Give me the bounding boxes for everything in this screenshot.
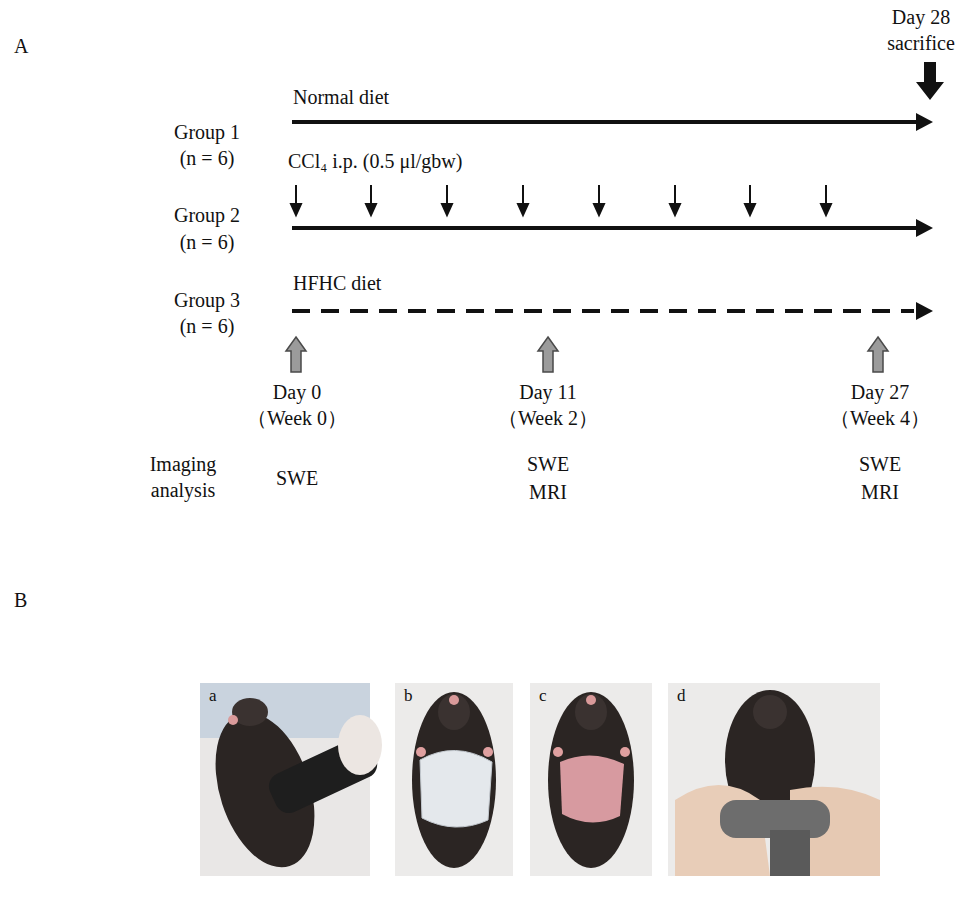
treatment-label: HFHC diet (293, 270, 381, 296)
imaging-method: SWE (276, 465, 318, 491)
photo-b (395, 683, 513, 876)
imaging-method: SWE (527, 451, 569, 477)
photo-d (668, 683, 880, 876)
group3-dashed-line (292, 309, 914, 313)
row-heading: Imaging analysis (137, 451, 229, 503)
photo-letter: b (401, 687, 416, 706)
day-label: Day 0 (273, 379, 321, 405)
treatment-label: CCl₄ i.p. (0.5 μl/gbw) (288, 148, 462, 174)
photo-panel: b (395, 683, 513, 876)
group-name: Group 1 (174, 119, 240, 145)
treatment-label: Normal diet (293, 84, 389, 110)
imaging-arrows (286, 337, 888, 372)
group-size: (n = 6) (180, 229, 235, 255)
photo-letter: d (674, 687, 689, 706)
group-size: (n = 6) (180, 145, 235, 171)
group-name: Group 2 (174, 202, 240, 228)
group1-line (292, 120, 918, 124)
week-label: （Week 0） (247, 405, 347, 431)
photo-panel: c (530, 683, 652, 876)
panel-letter: A (14, 33, 28, 59)
photo-c (530, 683, 652, 876)
group2-line (292, 226, 918, 230)
arrow-head (916, 113, 933, 131)
photo-panel: d (668, 683, 880, 876)
injection-arrows (291, 185, 831, 215)
day-label: Day 11 (519, 379, 577, 405)
day-label: Day 27 (851, 379, 909, 405)
photo-letter: a (206, 687, 220, 706)
event-label: Day 28 sacrifice (875, 4, 967, 56)
photo-a (197, 683, 382, 880)
group-name: Group 3 (174, 287, 240, 313)
photo-letter: c (536, 687, 550, 706)
imaging-method: SWE (859, 451, 901, 477)
sacrifice-arrow (916, 62, 944, 100)
arrow-head (916, 302, 933, 320)
imaging-method: MRI (529, 479, 567, 505)
week-label: （Week 2） (498, 405, 598, 431)
group-size: (n = 6) (180, 313, 235, 339)
imaging-method: MRI (861, 479, 899, 505)
week-label: （Week 4） (830, 405, 930, 431)
panel-letter: B (14, 587, 27, 613)
arrow-head (916, 219, 933, 237)
photo-panel: a (200, 683, 370, 876)
